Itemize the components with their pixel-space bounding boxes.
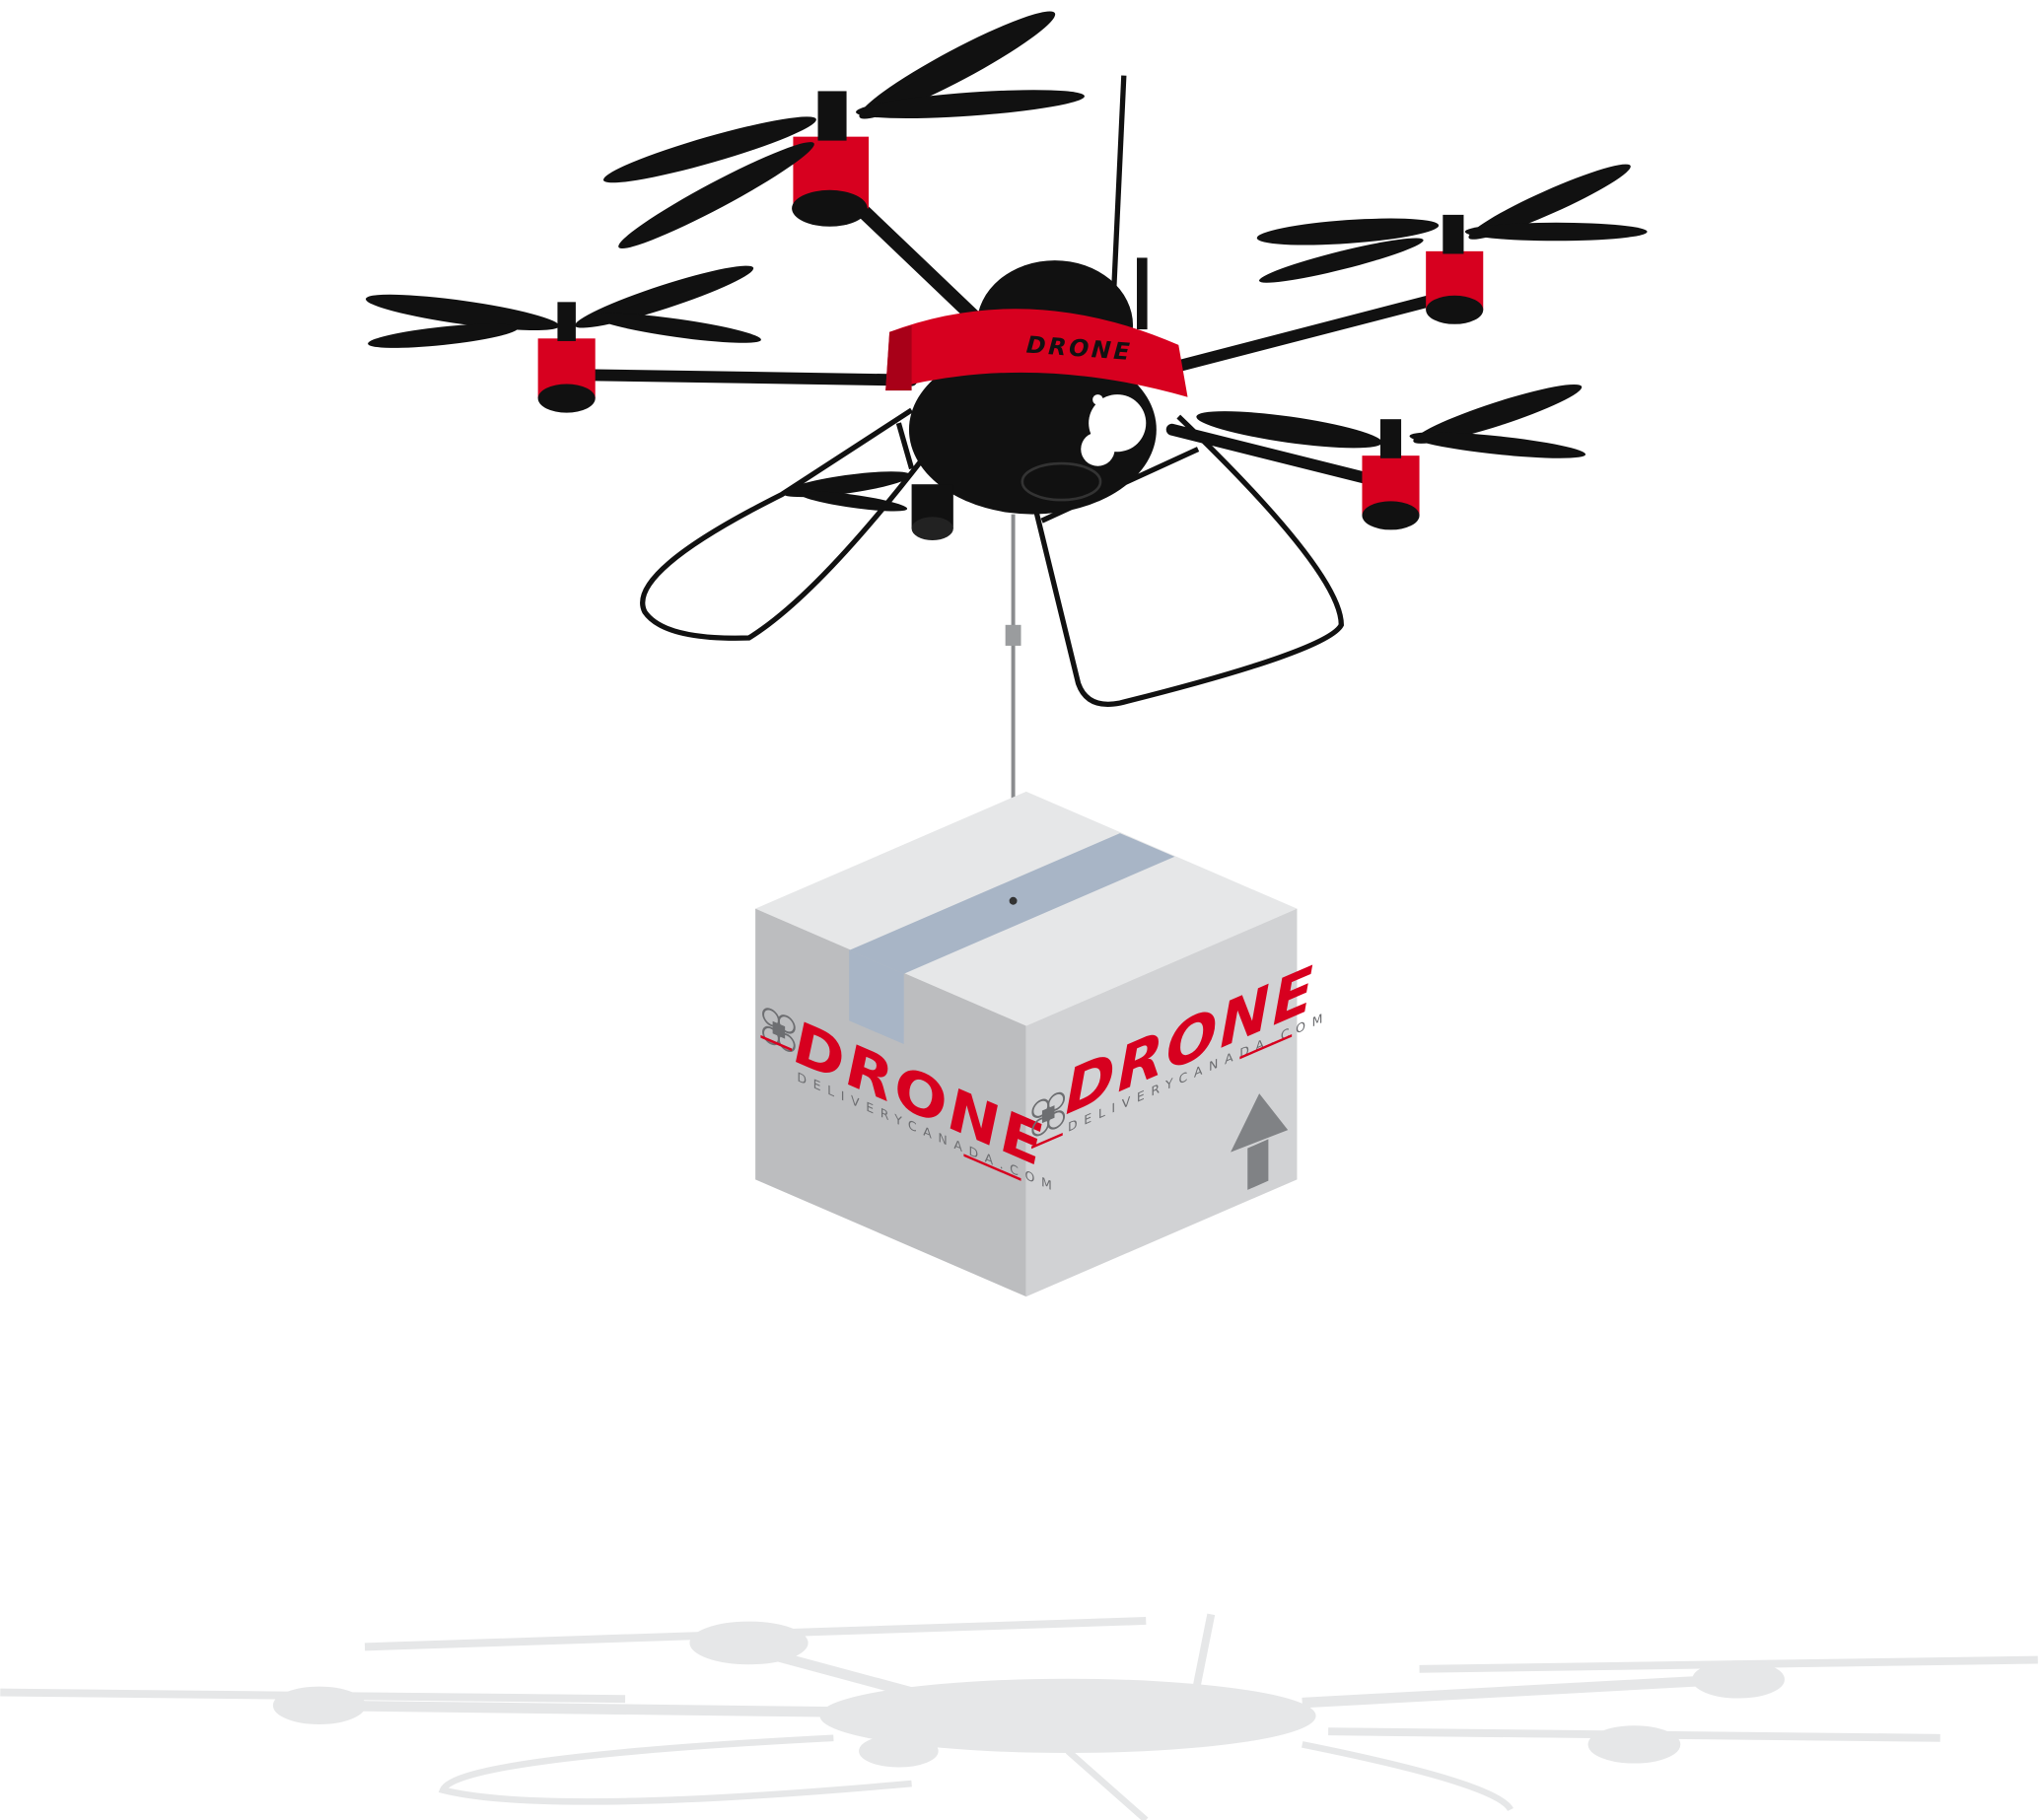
drone: DRONE xyxy=(365,11,1648,707)
quadcopter-logo-icon xyxy=(762,1008,796,1053)
motor xyxy=(1362,419,1420,530)
antenna xyxy=(1110,75,1127,300)
this-side-up-arrow-icon xyxy=(1231,1093,1289,1190)
antenna-short xyxy=(1137,257,1148,330)
package-box: DRONE DELIVERYCANADA.COM DRONE DELIVERYC… xyxy=(755,791,1329,1297)
motor xyxy=(1426,214,1484,324)
drone-shadow xyxy=(0,1613,2038,1820)
drone-red-band xyxy=(885,309,1188,397)
motor xyxy=(911,484,953,540)
motors xyxy=(537,91,1484,540)
motor xyxy=(537,302,596,413)
tether-clip xyxy=(1005,624,1021,646)
quadcopter-logo-icon xyxy=(1031,1091,1066,1137)
propellers xyxy=(365,11,1648,512)
